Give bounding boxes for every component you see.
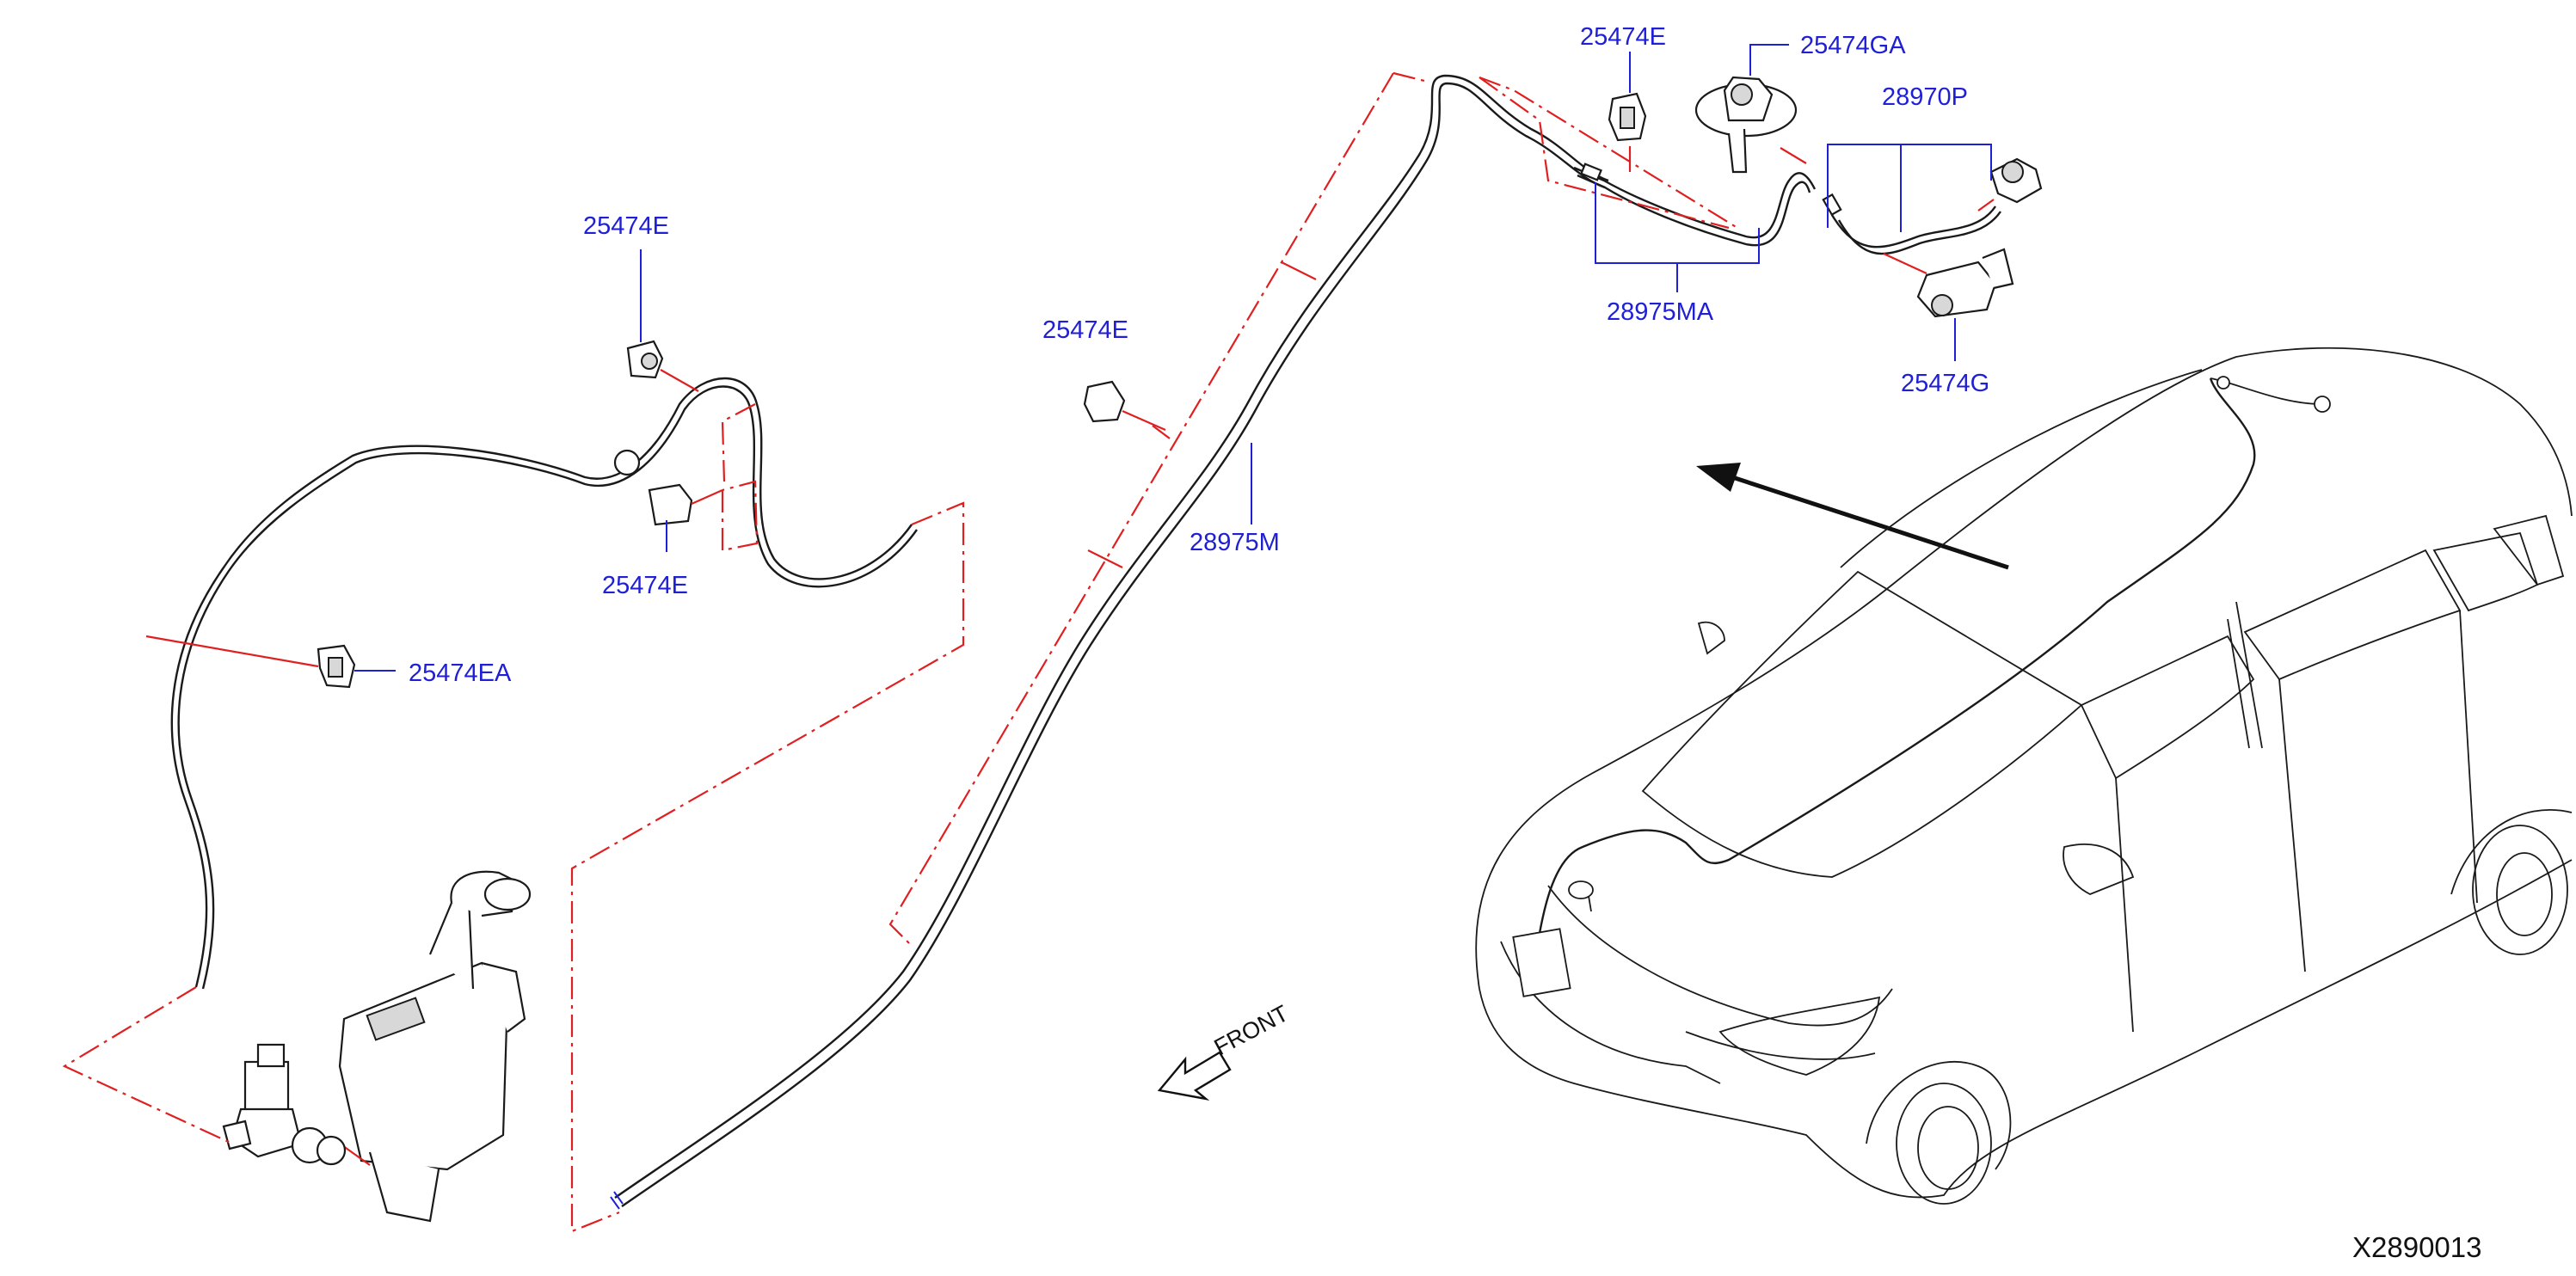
clip-25474E-middle[interactable] bbox=[1083, 380, 1166, 432]
clip-25474E-lower-left[interactable] bbox=[648, 483, 723, 526]
clip-25474E-upper-left[interactable] bbox=[626, 340, 699, 392]
label-clip-upper-left: 25474E bbox=[583, 212, 669, 240]
label-clip-top: 25474E bbox=[1580, 23, 1666, 51]
main-hose-28975M[interactable] bbox=[610, 74, 1609, 1210]
front-arrow-icon bbox=[1157, 1051, 1232, 1101]
label-clip-middle: 25474E bbox=[1042, 316, 1128, 344]
phantom-lines-middle bbox=[888, 71, 1429, 947]
label-nozzle-cover: 25474GA bbox=[1800, 32, 1906, 59]
nozzle-cover-25474GA[interactable] bbox=[1694, 76, 1798, 174]
label-hose-rear: 28975MA bbox=[1607, 298, 1714, 326]
leader-lines bbox=[354, 44, 1992, 672]
clip-25474E-top[interactable] bbox=[1608, 92, 1647, 172]
left-hose-assembly bbox=[145, 377, 918, 990]
diagram-code: X2890013 bbox=[2352, 1231, 2481, 1263]
clip-25474EA-bracket[interactable] bbox=[317, 644, 356, 689]
washer-tank[interactable] bbox=[338, 870, 532, 1223]
phantom-lines-left bbox=[62, 403, 965, 1233]
label-clip-lower-left: 25474E bbox=[602, 572, 688, 599]
label-hose-main: 28975M bbox=[1190, 529, 1280, 556]
front-label: FRONT bbox=[1210, 1000, 1293, 1060]
label-clip-bracket: 25474EA bbox=[409, 659, 512, 687]
car-outline bbox=[1475, 347, 2573, 1205]
rear-hose-28975MA[interactable] bbox=[1573, 163, 1842, 247]
phantom-lines-top bbox=[1479, 76, 1807, 230]
label-nozzle-assy: 28970P bbox=[1882, 83, 1968, 111]
label-nozzle-lower: 25474G bbox=[1901, 370, 1989, 397]
washer-pump[interactable] bbox=[222, 1043, 347, 1166]
nozzle-cover-25474G[interactable] bbox=[1883, 248, 2014, 318]
direction-arrow bbox=[1696, 463, 2009, 570]
nozzle-assy-28970P[interactable] bbox=[1830, 157, 2043, 255]
front-indicator: FRONT bbox=[1157, 1000, 1293, 1101]
